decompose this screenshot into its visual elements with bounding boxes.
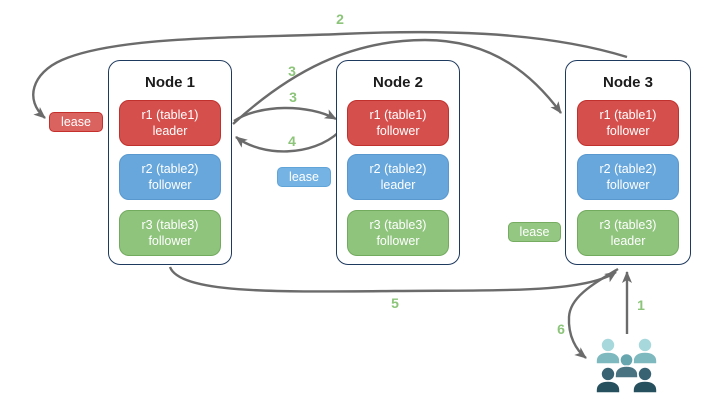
replica-range-label: r2 (table2) xyxy=(141,162,199,176)
replica-range-label: r2 (table2) xyxy=(599,162,657,176)
node2-replica-r2-leader: r2 (table2) leader xyxy=(347,154,449,200)
replica-role-label: follower xyxy=(148,178,192,192)
replica-range-label: r1 (table1) xyxy=(599,108,657,122)
replica-role-label: leader xyxy=(610,234,646,248)
node3-replica-r2-follower: r2 (table2) follower xyxy=(577,154,679,200)
step-label-4: 4 xyxy=(288,133,296,149)
replica-role-label: follower xyxy=(606,178,650,192)
lease-badge-r3: lease xyxy=(508,222,561,242)
replica-role-label: leader xyxy=(380,178,416,192)
node-3-title: Node 3 xyxy=(602,74,653,91)
node-2-title: Node 2 xyxy=(372,74,423,91)
user-group-icon xyxy=(595,337,658,394)
node-3: Node 3 r1 (table1) follower r2 (table2) … xyxy=(565,60,691,265)
node-1-title: Node 1 xyxy=(144,74,195,91)
replica-range-label: r2 (table2) xyxy=(369,162,427,176)
node3-replica-r1-follower: r1 (table1) follower xyxy=(577,100,679,146)
replica-range-label: r1 (table1) xyxy=(369,108,427,122)
node-2: Node 2 r1 (table1) follower r2 (table2) … xyxy=(336,60,460,265)
node1-replica-r1-leader: r1 (table1) leader xyxy=(119,100,221,146)
replica-role-label: follower xyxy=(606,124,650,138)
node-1: Node 1 r1 (table1) leader r2 (table2) fo… xyxy=(108,60,232,265)
replica-range-label: r1 (table1) xyxy=(141,108,199,122)
step-label-3a: 3 xyxy=(288,63,296,79)
step-label-3b: 3 xyxy=(289,89,297,105)
replica-role-label: follower xyxy=(376,124,420,138)
step-label-1: 1 xyxy=(637,297,645,313)
node3-replica-r3-leader: r3 (table3) leader xyxy=(577,210,679,256)
replica-range-label: r3 (table3) xyxy=(599,218,657,232)
replica-role-label: leader xyxy=(152,124,188,138)
lease-badge-r1: lease xyxy=(49,112,103,132)
step-label-2: 2 xyxy=(336,11,344,27)
replica-role-label: follower xyxy=(148,234,192,248)
replica-role-label: follower xyxy=(376,234,420,248)
node1-replica-r3-follower: r3 (table3) follower xyxy=(119,210,221,256)
arrow-step5-node1-to-node3 xyxy=(168,266,617,293)
replica-range-label: r3 (table3) xyxy=(141,218,199,232)
node2-replica-r3-follower: r3 (table3) follower xyxy=(347,210,449,256)
step-label-6: 6 xyxy=(557,321,565,337)
arrow-step3-node1-to-node2 xyxy=(233,106,337,123)
node1-replica-r2-follower: r2 (table2) follower xyxy=(119,154,221,200)
lease-badge-r2: lease xyxy=(277,167,331,187)
step-label-5: 5 xyxy=(391,295,399,311)
node2-replica-r1-follower: r1 (table1) follower xyxy=(347,100,449,146)
replica-range-label: r3 (table3) xyxy=(369,218,427,232)
